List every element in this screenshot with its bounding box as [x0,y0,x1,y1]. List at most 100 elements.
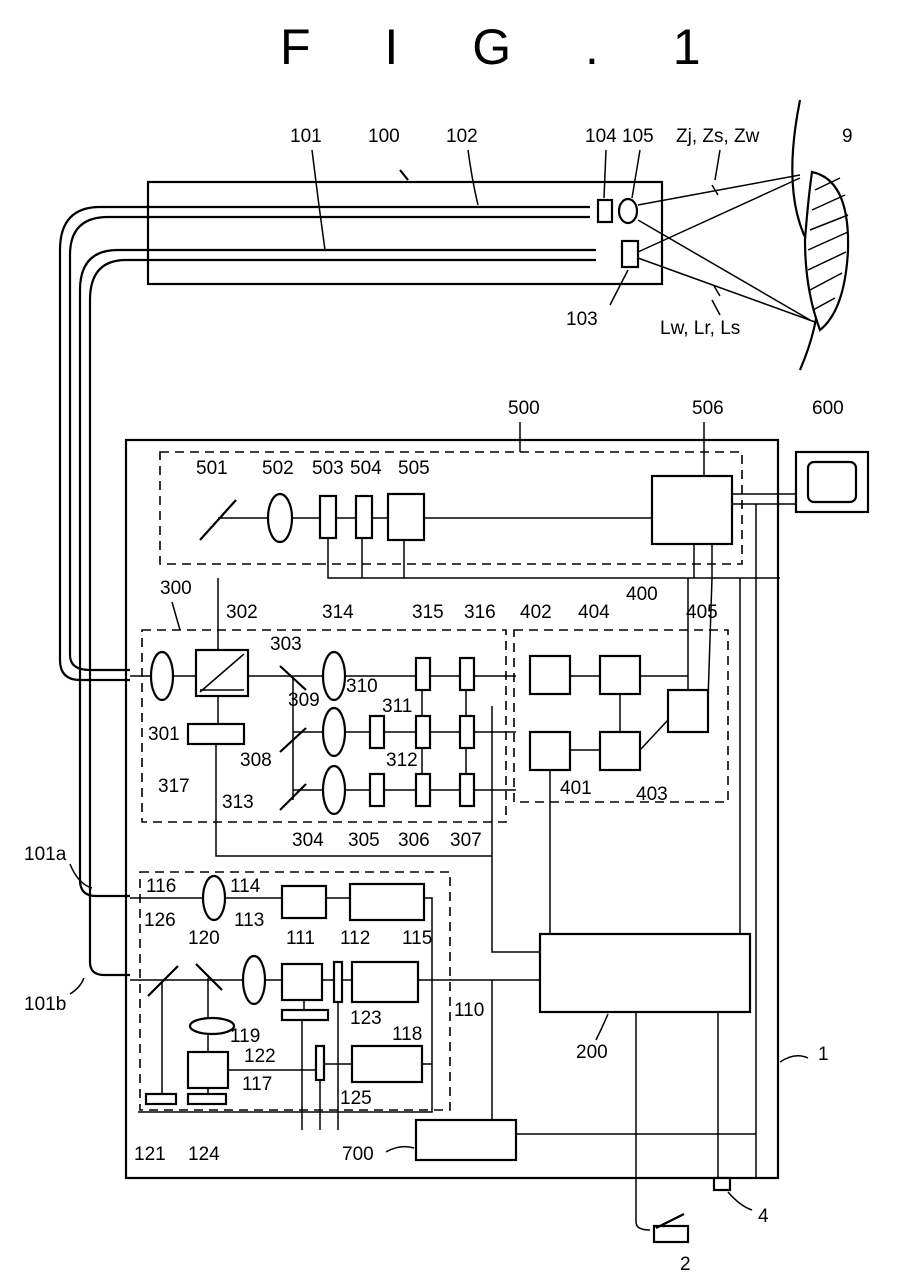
label-400: 400 [626,584,658,605]
label-irradiation: Lw, Lr, Ls [660,318,740,339]
foot-switch-2 [654,1226,688,1242]
lens-502 [268,494,292,542]
component-405 [668,690,708,732]
component-315 [416,658,430,690]
lens-309 [323,708,345,756]
mirror-501 [200,500,236,540]
label-504: 504 [350,458,382,479]
label-600: 600 [812,398,844,419]
label-316: 316 [464,602,496,623]
label-111: 111 [286,928,315,949]
component-114 [282,886,326,918]
component-316 [460,658,474,690]
component-311 [416,716,430,748]
component-117 [188,1052,228,1088]
label-103: 103 [566,309,598,330]
component-401 [530,732,570,770]
component-700 [416,1120,516,1160]
leader-300 [172,602,180,630]
ray-out-2 [638,258,815,322]
label-122: 122 [244,1046,276,1067]
component-505 [388,494,424,540]
leader-200 [596,1014,608,1040]
label-700: 700 [342,1144,374,1165]
leader-100 [400,170,408,180]
component-124 [188,1094,226,1104]
label-402: 402 [520,602,552,623]
lens-105 [619,199,637,223]
label-505: 505 [398,458,430,479]
label-501: 501 [196,458,228,479]
label-305: 305 [348,830,380,851]
label-125: 125 [340,1088,372,1109]
label-123: 123 [350,1008,382,1029]
lens-116 [203,876,225,920]
label-309: 309 [288,690,320,711]
label-314: 314 [322,602,354,623]
label-303: 303 [270,634,302,655]
label-118: 118 [392,1024,422,1045]
label-120: 120 [188,928,220,949]
label-101b: 101b [24,994,66,1015]
label-404: 404 [578,602,610,623]
label-121: 121 [134,1144,166,1165]
path-506-bus [694,544,712,578]
lens-304 [323,766,345,814]
label-117: 117 [242,1074,272,1095]
label-113: 113 [234,910,264,931]
component-112 [352,962,418,1002]
label-102: 102 [446,126,478,147]
label-124: 124 [188,1144,220,1165]
label-310: 310 [346,676,378,697]
component-122 [282,1010,328,1020]
monitor-screen [808,462,856,502]
label-126: 126 [144,910,176,931]
label-403: 403 [636,784,668,805]
label-119: 119 [230,1026,260,1047]
label-200: 200 [576,1042,608,1063]
mirror-120 [196,964,222,990]
component-305 [370,774,384,806]
component-317 [188,724,244,744]
label-105: 105 [622,126,654,147]
component-402 [530,656,570,694]
component-404 [600,656,640,694]
component-104 [598,200,612,222]
label-9: 9 [842,126,853,147]
label-101a: 101a [24,844,67,865]
component-307 [460,774,474,806]
component-403 [600,732,640,770]
leader-1 [780,1056,808,1062]
component-503 [320,496,336,538]
label-506: 506 [692,398,724,419]
label-500: 500 [508,398,540,419]
label-401: 401 [560,778,592,799]
leader-700 [386,1147,414,1152]
lens-113 [243,956,265,1004]
label-114: 114 [230,876,261,897]
component-111 [282,964,322,1000]
label-110: 110 [454,1000,484,1021]
label-300: 300 [160,578,192,599]
label-304: 304 [292,830,324,851]
label-4: 4 [758,1206,769,1227]
label-101: 101 [290,126,322,147]
component-115 [350,884,424,920]
controller-200 [540,934,750,1012]
component-310 [370,716,384,748]
label-302: 302 [226,602,258,623]
label-311: 311 [382,696,412,717]
label-315: 315 [412,602,444,623]
label-313: 313 [222,792,254,813]
object-lesion [805,172,848,330]
label-116: 116 [146,876,176,897]
label-405: 405 [686,602,718,623]
leader-irradiation [712,300,720,315]
label-317: 317 [158,776,190,797]
label-return-light: Zj, Zs, Zw [676,126,760,147]
label-307: 307 [450,830,482,851]
label-312: 312 [386,750,418,771]
label-104: 104 [585,126,617,147]
leader-4 [728,1192,752,1210]
